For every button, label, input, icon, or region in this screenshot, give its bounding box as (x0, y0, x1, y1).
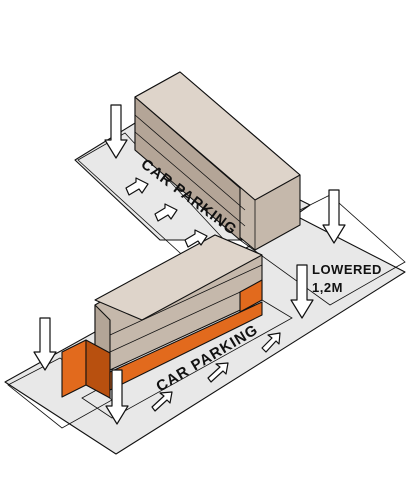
entry-arrow-right-icon (154, 203, 178, 222)
lowered-annotation: LOWERED 1,2M (312, 262, 382, 295)
lowered-height-label: 1,2M (312, 280, 343, 295)
building-upper-block (134, 71, 301, 251)
entry-arrow-down-icon (33, 317, 57, 371)
entry-arrow-down-icon (104, 104, 128, 159)
orange-podium (61, 279, 263, 399)
building-lower-block (94, 234, 263, 373)
lowered-label: LOWERED (312, 262, 382, 277)
entry-arrow-right-icon (207, 362, 229, 383)
entry-arrow-down-icon (105, 369, 129, 425)
entry-arrow-down-icon (290, 264, 314, 319)
entry-arrow-down-icon (322, 189, 346, 244)
entry-arrow-right-icon (261, 332, 281, 353)
entry-arrow-right-icon (184, 229, 208, 248)
entry-arrow-right-icon (125, 177, 149, 196)
entry-arrow-right-icon (151, 391, 173, 412)
